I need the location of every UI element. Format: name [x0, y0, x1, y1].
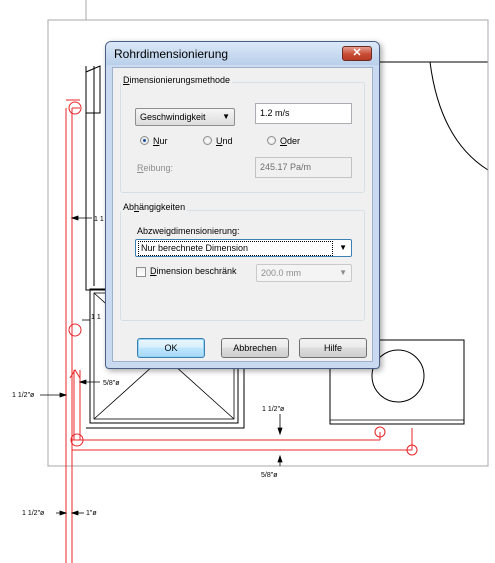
- friction-input[interactable]: 245.17 Pa/m: [255, 157, 352, 178]
- limit-dimension-checkbox[interactable]: [136, 267, 146, 277]
- chevron-down-icon: ▼: [339, 268, 347, 277]
- close-icon: ✕: [352, 47, 362, 59]
- limit-dimension-select[interactable]: 200.0 mm ▼: [256, 264, 352, 282]
- pipe-fitting-right-b: [406, 444, 418, 456]
- limit-dimension-label[interactable]: Dimension beschränk: [150, 266, 237, 276]
- pipe-fitting-top: [68, 101, 82, 115]
- bathtub-outline: [380, 61, 489, 171]
- velocity-input[interactable]: 1.2 m/s: [255, 103, 352, 124]
- chevron-down-icon: ▼: [222, 112, 230, 121]
- pipe-fitting-lower: [70, 433, 84, 447]
- dim-label-5-8-left: 5/8"ø: [103, 380, 120, 387]
- radio-only-indicator: [140, 136, 149, 145]
- friction-label: Reibung:: [137, 163, 174, 173]
- sizing-method-group-title: Dimensionierungsmethode: [121, 75, 233, 85]
- pipe-fitting-right-a: [374, 426, 386, 438]
- dim-label-5-8-bottom: 5/8"ø: [261, 472, 278, 479]
- dialog-title: Rohrdimensionierung: [114, 47, 229, 61]
- ok-button[interactable]: OK: [137, 338, 205, 358]
- washbasin-outline: [329, 339, 465, 425]
- dependencies-group: [120, 210, 365, 321]
- branch-sizing-label: Abzweigdimensionierung:: [137, 226, 240, 236]
- branch-sizing-select[interactable]: Nur berechnete Dimension ▼: [135, 239, 352, 257]
- pipe-sizing-dialog[interactable]: Rohrdimensionierung ✕ Dimensionierungsme…: [105, 41, 380, 369]
- dialog-client-area: Dimensionierungsmethode Geschwindigkeit …: [112, 67, 373, 362]
- dimension-leaders: [40, 215, 283, 516]
- dialog-titlebar[interactable]: Rohrdimensionierung ✕: [106, 42, 379, 65]
- pipe-network[interactable]: [65, 99, 413, 563]
- washbasin-bowl: [371, 349, 425, 403]
- dim-label-1-5-left: 1 1/2"ø: [12, 392, 35, 399]
- close-button[interactable]: ✕: [342, 46, 372, 61]
- chevron-down-icon: ▼: [339, 243, 347, 252]
- sizing-method-select[interactable]: Geschwindigkeit ▼: [135, 108, 235, 126]
- radio-and-indicator: [203, 136, 212, 145]
- pipe-riser-arrow: [69, 369, 81, 379]
- sizing-method-group: [120, 82, 365, 193]
- pipe-fitting-mid: [68, 323, 82, 337]
- dim-label-1-mid: 1 1: [91, 314, 101, 321]
- dim-label-1-5-bottom: 1 1/2"ø: [22, 510, 45, 517]
- dim-label-1-bottom: 1"ø: [86, 510, 97, 517]
- dim-label-1-5-right: 1 1/2"ø: [262, 406, 285, 413]
- cancel-button[interactable]: Abbrechen: [221, 338, 289, 358]
- radio-or-indicator: [267, 136, 276, 145]
- wall-niche: [85, 65, 101, 114]
- dependencies-group-title: Abhängigkeiten: [121, 202, 188, 212]
- help-button[interactable]: Hilfe: [299, 338, 367, 358]
- dim-label-1-top: 1 1: [94, 216, 104, 223]
